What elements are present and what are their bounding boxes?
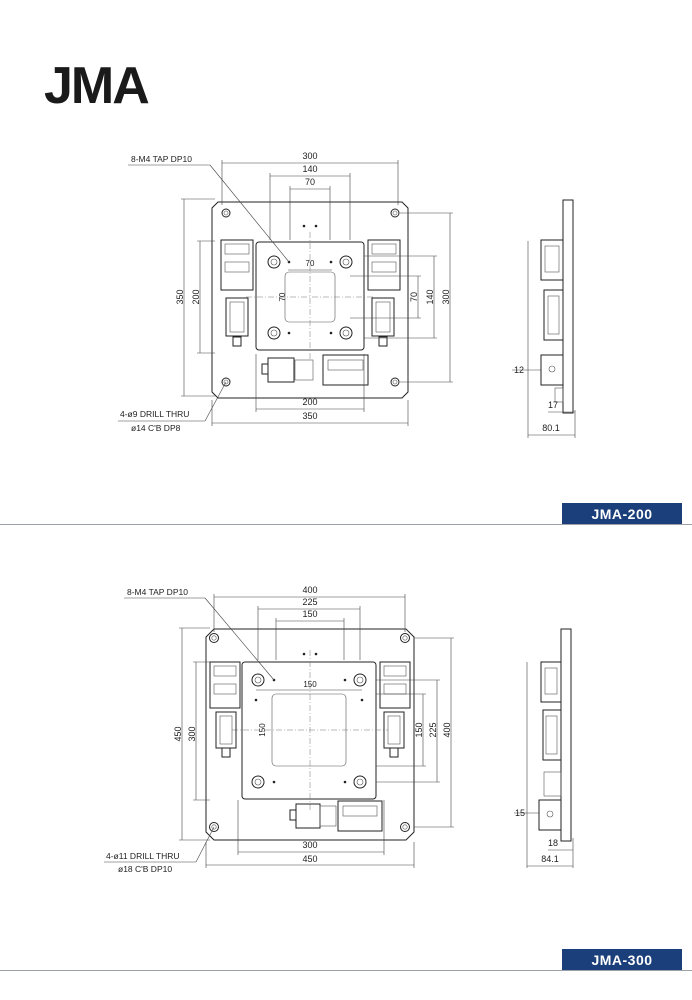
- callout-cbore: ø14 C'B DP8: [131, 423, 181, 433]
- separator-2: [0, 970, 692, 971]
- dim-150-inner-h: 150: [303, 680, 317, 689]
- top-dimensions: [213, 594, 406, 691]
- dim-15-side: 15: [515, 808, 525, 818]
- jma-300-svg: 400 225 150 150 150 450 300 150 225 400 …: [104, 585, 574, 874]
- dim-70-inner-h: 70: [306, 259, 315, 268]
- dim-350-bottom: 350: [302, 411, 317, 421]
- left-actuator: [209, 661, 241, 758]
- separator-1: [0, 524, 692, 525]
- dim-841-side: 84.1: [541, 854, 559, 864]
- leader-tap-diag: [204, 597, 275, 681]
- stage-top-plate: [241, 661, 377, 800]
- dim-300-top: 300: [302, 151, 317, 161]
- bottom-actuator: [261, 354, 369, 386]
- mount-holes: [221, 208, 400, 387]
- dim-150-inner-v: 150: [258, 723, 267, 737]
- tap-holes: [254, 652, 364, 784]
- stage-clamp-screws: [267, 255, 353, 340]
- dim-150-right: 150: [414, 722, 424, 737]
- stage-clamp-screws: [251, 673, 367, 789]
- dim-450-left: 450: [173, 726, 183, 741]
- dim-12-side: 12: [514, 365, 524, 375]
- leader-drill-diag: [195, 826, 215, 863]
- right-actuator: [379, 661, 411, 758]
- left-dimensions: [179, 627, 210, 841]
- right-actuator: [367, 239, 401, 347]
- dim-140-right: 140: [425, 289, 435, 304]
- dim-400-top: 400: [302, 585, 317, 595]
- side-view: [538, 628, 572, 842]
- jma-200-drawing: 300 140 70 70 70 350 200 70 140 300 200 …: [0, 140, 692, 440]
- mount-holes: [209, 633, 410, 832]
- bottom-dimensions: [211, 354, 409, 426]
- leader-drill-diag: [204, 381, 227, 422]
- dim-70-inner-v: 70: [278, 292, 287, 301]
- right-dimensions: [350, 212, 453, 383]
- callout-tap: 8-M4 TAP DP10: [131, 154, 192, 164]
- dim-225-right: 225: [428, 722, 438, 737]
- dim-400-right: 400: [442, 722, 452, 737]
- dim-300-left: 300: [187, 726, 197, 741]
- side-view: [540, 199, 574, 414]
- top-dimensions: [221, 160, 399, 271]
- right-dimensions: [376, 637, 454, 828]
- dim-17-side: 17: [548, 400, 558, 410]
- dim-18-side: 18: [548, 838, 558, 848]
- leader-tap-diag: [209, 164, 290, 263]
- callout-drill: 4-ø9 DRILL THRU: [120, 409, 189, 419]
- dim-140-top: 140: [302, 164, 317, 174]
- callout-drill: 4-ø11 DRILL THRU: [106, 851, 180, 861]
- callout-cbore: ø18 C'B DP10: [118, 864, 172, 874]
- dim-300-right: 300: [441, 289, 451, 304]
- base-plate-outline: [211, 201, 409, 399]
- base-plate-outline: [205, 628, 415, 841]
- dim-70-top: 70: [305, 177, 315, 187]
- dim-450-bottom: 450: [302, 854, 317, 864]
- side-dimensions: [514, 662, 574, 868]
- dim-225-top: 225: [302, 597, 317, 607]
- dim-350-left: 350: [175, 289, 185, 304]
- side-dimensions: [512, 241, 576, 438]
- bottom-actuator: [289, 800, 383, 832]
- bottom-dimensions: [205, 800, 415, 868]
- badge-jma-300: JMA-300: [562, 949, 682, 971]
- dim-150-top: 150: [302, 609, 317, 619]
- dim-200-bottom: 200: [302, 397, 317, 407]
- left-dimensions: [181, 198, 215, 397]
- dim-300-bottom: 300: [302, 840, 317, 850]
- dim-70-right: 70: [409, 292, 419, 302]
- jma-200-svg: 300 140 70 70 70 350 200 70 140 300 200 …: [118, 151, 576, 438]
- dim-200-left: 200: [191, 289, 201, 304]
- jma-300-drawing: 400 225 150 150 150 450 300 150 225 400 …: [0, 585, 692, 875]
- callout-tap: 8-M4 TAP DP10: [127, 587, 188, 597]
- badge-jma-200: JMA-200: [562, 503, 682, 525]
- left-actuator: [220, 239, 254, 347]
- jma-logo: JMA: [44, 57, 150, 115]
- dim-801-side: 80.1: [542, 423, 560, 433]
